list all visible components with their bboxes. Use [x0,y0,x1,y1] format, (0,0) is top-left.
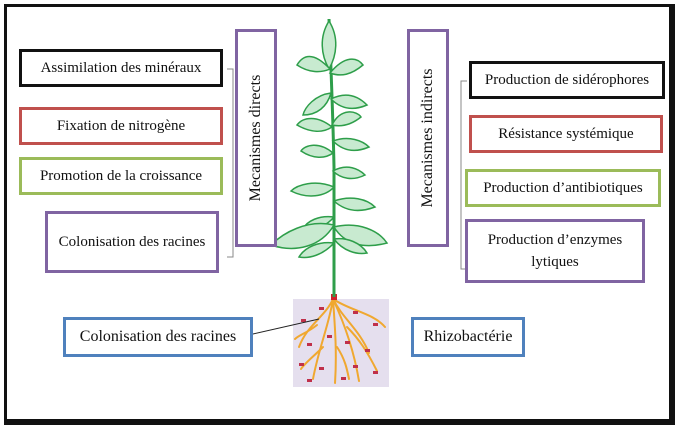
box-colonisation-left: Colonisation des racines [45,211,219,273]
box-siderophores: Production de sidérophores [469,61,665,99]
box-colonisation-bottom: Colonisation des racines [63,317,253,357]
plant-illustration [227,18,467,387]
mecanismes-indirects-label: Mecanismes indirects [419,68,436,208]
box-fixation: Fixation de nitrogène [19,107,223,145]
box-label: Rhizobactérie [423,328,513,345]
left-bracket [227,68,234,258]
leaves [269,19,389,259]
pointer-line [252,318,320,335]
bacteria-dots [299,307,378,382]
diagram-frame: Assimilation des minéraux Fixation de ni… [4,4,675,425]
box-label: Production d’enzymes lytiques [487,231,623,271]
box-label: Production de sidérophores [484,71,650,88]
roots [294,298,386,384]
mecanismes-directs-label: Mecanismes directs [247,74,264,202]
box-assimilation: Assimilation des minéraux [19,49,223,87]
box-resistance: Résistance systémique [469,115,663,153]
box-label: Fixation de nitrogène [56,117,186,134]
right-bracket [460,80,467,270]
box-label: Promotion de la croissance [39,167,203,184]
mecanismes-indirects-box: Mecanismes indirects [407,29,449,247]
box-rhizobacterie: Rhizobactérie [411,317,525,357]
box-label: Assimilation des minéraux [40,59,202,76]
box-label: Production d’antibiotiques [483,179,643,196]
box-label: Résistance systémique [498,125,634,142]
box-promotion: Promotion de la croissance [19,157,223,195]
mecanismes-directs-box: Mecanismes directs [235,29,277,247]
box-label: Colonisation des racines [58,233,206,250]
box-label: Colonisation des racines [79,328,237,345]
box-antibiotiques: Production d’antibiotiques [465,169,661,207]
box-enzymes: Production d’enzymes lytiques [465,219,645,283]
